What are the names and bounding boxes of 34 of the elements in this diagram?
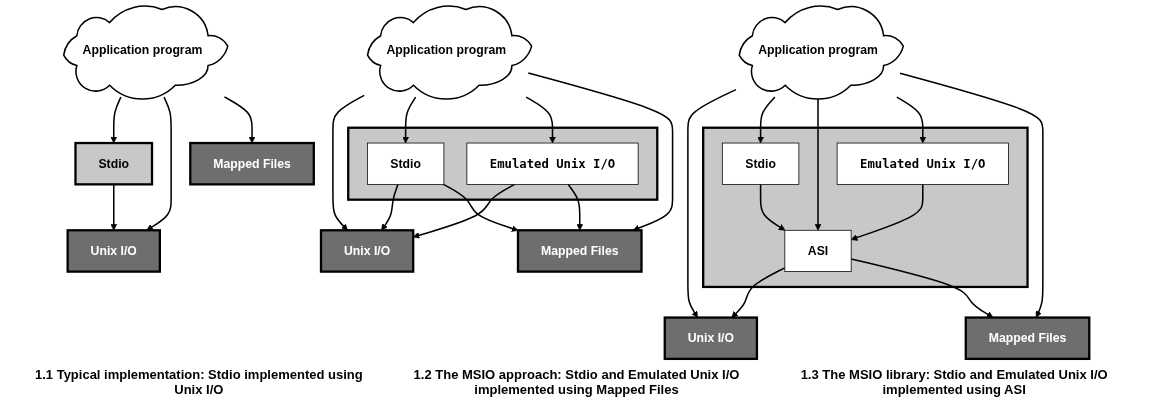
arrow	[381, 183, 399, 231]
arrow	[567, 183, 584, 231]
arrow	[899, 72, 1044, 318]
arrow	[757, 96, 776, 144]
node-box: Emulated Unix I/O	[466, 142, 639, 185]
arrow	[223, 96, 256, 144]
arrow	[110, 96, 122, 144]
arrow	[687, 88, 737, 318]
node-box: Stdio	[721, 142, 800, 185]
node-box: Stdio	[74, 141, 154, 186]
arrow	[146, 96, 172, 231]
node-box: Mapped Files	[516, 229, 643, 273]
node-box: Mapped Files	[964, 316, 1091, 361]
node-box: ASI	[784, 229, 852, 272]
figure-caption: 1.1 Typical implementation: Stdio implemented using Unix I/O	[33, 367, 364, 397]
figure-caption: 1.3 The MSIO library: Stdio and Emulated Unix I/O implemented using ASI	[799, 367, 1109, 397]
arrow	[759, 183, 786, 231]
cluster	[347, 126, 659, 201]
node-box: Stdio	[367, 142, 445, 185]
node-box: Unix I/O	[663, 316, 759, 361]
arrow	[850, 258, 994, 318]
arrow	[442, 183, 519, 232]
node-box: Emulated Unix I/O	[836, 142, 1009, 185]
node-box: Unix I/O	[319, 229, 415, 273]
arrow	[896, 96, 927, 144]
arrow	[850, 183, 924, 241]
arrow	[402, 96, 417, 144]
figure-caption: 1.2 The MSIO approach: Stdio and Emulated Unix I/O implemented using Mapped Files	[412, 367, 741, 397]
arrow	[731, 267, 786, 318]
node-box: Unix I/O	[66, 229, 161, 273]
cluster	[702, 126, 1029, 289]
arrow	[525, 96, 556, 144]
node-box: Mapped Files	[189, 141, 315, 186]
arrow	[332, 94, 366, 231]
